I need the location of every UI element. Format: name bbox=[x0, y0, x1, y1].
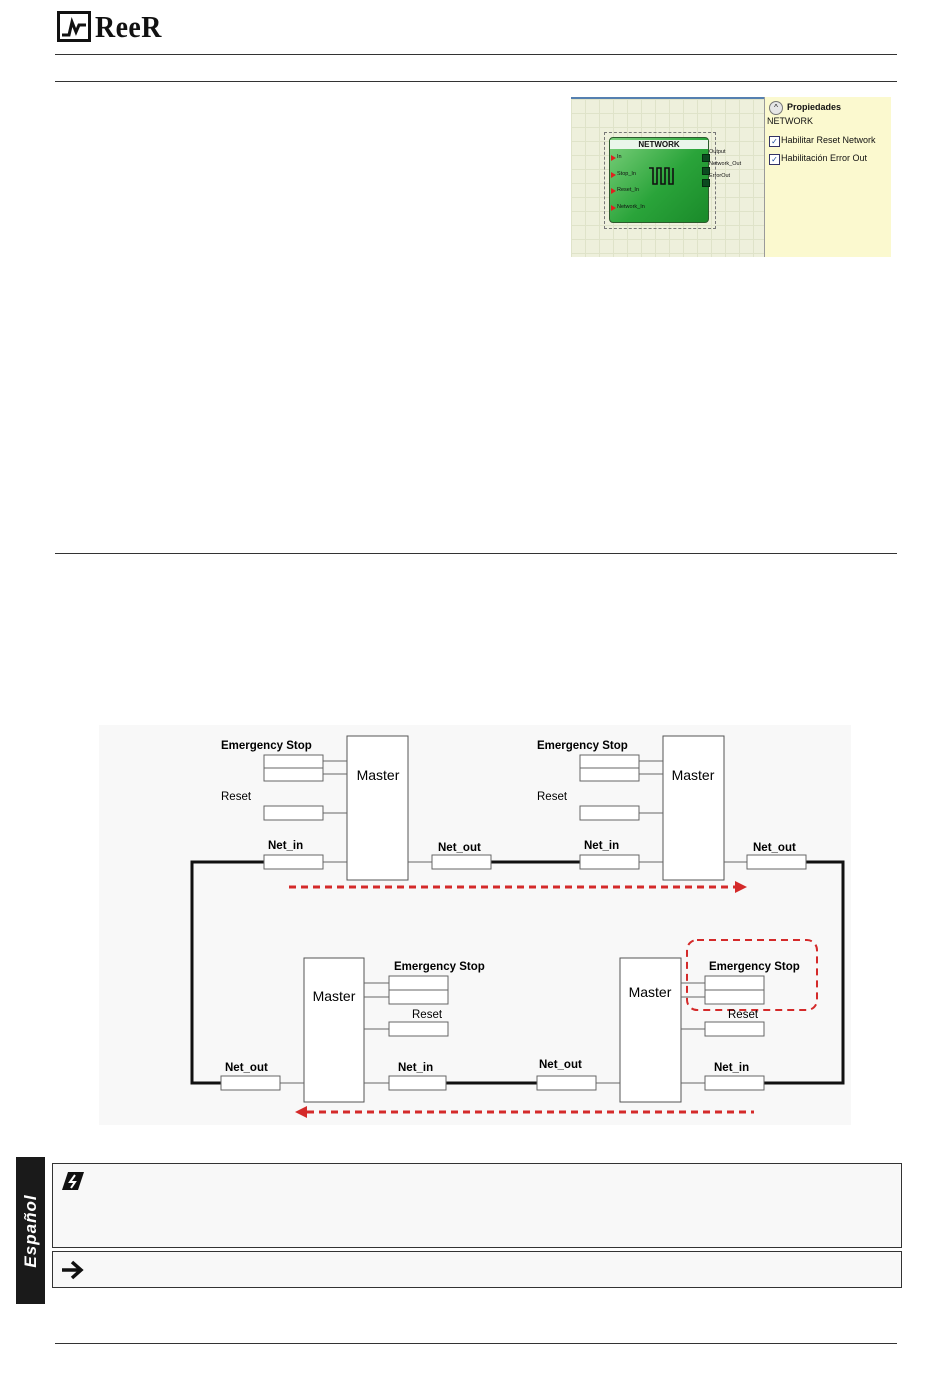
output-network-out: Network_Out bbox=[709, 161, 742, 167]
network-waveform-icon bbox=[649, 167, 674, 185]
reset-contact-4 bbox=[704, 1021, 765, 1037]
enable-error-out-checkbox[interactable]: ✓ bbox=[769, 154, 780, 165]
language-label: Español bbox=[20, 1193, 40, 1268]
net-out-contact-1 bbox=[431, 854, 492, 870]
net-in-contact-4 bbox=[704, 1075, 765, 1091]
reer-logo: ReeR bbox=[57, 8, 169, 44]
emergency-stop-contact-2a bbox=[579, 754, 640, 769]
properties-panel: ^ Propiedades NETWORK ✓ Habilitar Reset … bbox=[764, 97, 891, 257]
emergency-stop-contact-1b bbox=[263, 767, 324, 782]
net-in-label-1: Net_in bbox=[268, 840, 303, 852]
enable-reset-network-checkbox[interactable]: ✓ bbox=[769, 136, 780, 147]
network-ring-diagram: Master Emergency Stop Reset Net_in Net_o… bbox=[99, 725, 851, 1125]
ring-wire-left bbox=[190, 860, 264, 1085]
emergency-stop-contact-3a bbox=[388, 975, 449, 991]
enable-reset-network-label: Habilitar Reset Network bbox=[781, 135, 876, 145]
emergency-stop-contact-2b bbox=[579, 767, 640, 782]
emergency-stop-contact-3b bbox=[388, 989, 449, 1005]
emergency-stop-contact-4b bbox=[704, 989, 765, 1005]
design-canvas: NETWORK In Stop_In Reset_In Network_In O… bbox=[571, 97, 764, 257]
footer-rule bbox=[55, 1343, 897, 1344]
master-label-1: Master bbox=[357, 767, 400, 783]
net-out-contact-3 bbox=[220, 1075, 281, 1091]
reset-contact-2 bbox=[579, 805, 640, 821]
arrow-right-icon bbox=[62, 1260, 84, 1280]
net-out-label-3: Net_out bbox=[225, 1062, 268, 1074]
signal-flow-arrowhead-top bbox=[735, 881, 747, 893]
brand-name: ReeR bbox=[95, 8, 162, 44]
master-box-1 bbox=[346, 735, 409, 881]
net-in-contact-1 bbox=[263, 854, 324, 870]
net-in-label-4: Net_in bbox=[714, 1062, 749, 1074]
net-out-contact-4 bbox=[536, 1075, 597, 1091]
selection-frame bbox=[604, 132, 716, 229]
net-out-contact-2 bbox=[746, 854, 807, 870]
info-box bbox=[52, 1251, 902, 1288]
net-in-label-3: Net_in bbox=[398, 1062, 433, 1074]
network-block-title: NETWORK bbox=[610, 140, 708, 149]
emergency-stop-label-3: Emergency Stop bbox=[394, 961, 485, 973]
input-stop-in[interactable]: Stop_In bbox=[611, 171, 636, 178]
warning-lightning-icon bbox=[62, 1172, 84, 1190]
network-function-block[interactable]: NETWORK bbox=[609, 137, 709, 223]
header-rule bbox=[55, 54, 897, 55]
master-box-2 bbox=[662, 735, 725, 881]
net-in-label-2: Net_in bbox=[584, 840, 619, 852]
output-network-out-port[interactable] bbox=[702, 167, 710, 175]
reset-label-4: Reset bbox=[728, 1009, 759, 1021]
net-out-label-1: Net_out bbox=[438, 842, 481, 854]
input-network-in[interactable]: Network_In bbox=[611, 204, 645, 211]
reset-label-3: Reset bbox=[412, 1009, 443, 1021]
output-error-out: ErrorOut bbox=[709, 173, 731, 179]
reer-logo-mark-icon bbox=[57, 10, 91, 42]
section-rule-middle bbox=[55, 553, 897, 554]
note-box bbox=[52, 1163, 902, 1248]
emergency-stop-contact-1a bbox=[263, 754, 324, 769]
section-rule-top bbox=[55, 81, 897, 82]
emergency-stop-label-4: Emergency Stop bbox=[709, 961, 800, 973]
master-label-2: Master bbox=[672, 767, 715, 783]
master-label-4: Master bbox=[629, 984, 672, 1000]
ring-wire-right bbox=[764, 860, 845, 1085]
net-out-label-4: Net_out bbox=[539, 1059, 582, 1071]
emergency-stop-contact-4a bbox=[704, 975, 765, 991]
collapse-chevron-up-icon[interactable]: ^ bbox=[769, 101, 783, 115]
reset-label-2: Reset bbox=[537, 791, 568, 803]
emergency-stop-label-1: Emergency Stop bbox=[221, 740, 312, 752]
master-label-3: Master bbox=[313, 988, 356, 1004]
net-in-contact-3 bbox=[388, 1075, 447, 1091]
output-error-out-port[interactable] bbox=[702, 179, 710, 187]
language-tab: Español bbox=[16, 1157, 45, 1304]
master-box-3 bbox=[303, 957, 365, 1103]
signal-flow-arrowhead-bottom bbox=[295, 1106, 307, 1118]
emergency-stop-label-2: Emergency Stop bbox=[537, 740, 628, 752]
input-reset-in[interactable]: Reset_In bbox=[610, 187, 640, 194]
network-block-screenshot: NETWORK In Stop_In Reset_In Network_In O… bbox=[571, 97, 891, 257]
enable-error-out-label: Habilitación Error Out bbox=[781, 153, 868, 163]
properties-subtitle: NETWORK bbox=[767, 116, 813, 126]
reset-label-1: Reset bbox=[221, 791, 252, 803]
output-output-port[interactable] bbox=[702, 154, 710, 162]
reset-contact-1 bbox=[263, 805, 324, 821]
net-out-label-2: Net_out bbox=[753, 842, 796, 854]
reset-contact-3 bbox=[388, 1021, 449, 1037]
master-box-4 bbox=[619, 957, 682, 1103]
properties-title: Propiedades bbox=[787, 102, 842, 112]
input-in[interactable]: In bbox=[611, 154, 622, 161]
output-output: Output bbox=[709, 149, 726, 155]
emergency-stop-highlight bbox=[686, 939, 818, 1011]
net-in-contact-2 bbox=[579, 854, 640, 870]
